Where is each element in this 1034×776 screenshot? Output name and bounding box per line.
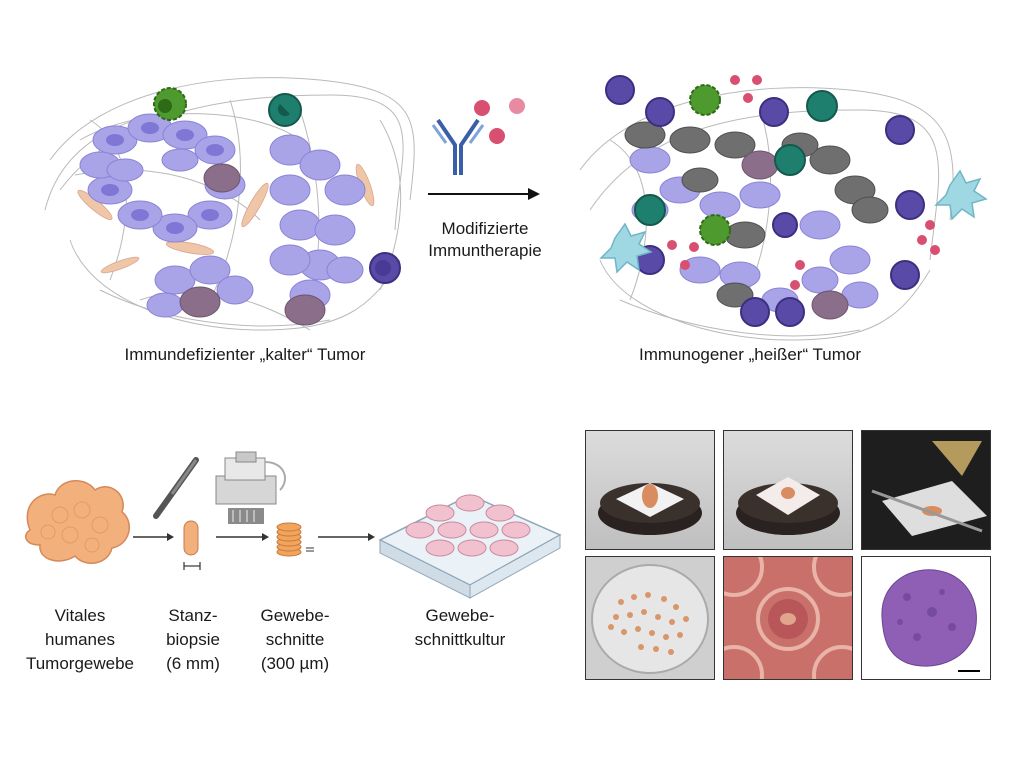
dark-cells [179,163,326,326]
photo-agarose-block [723,430,853,550]
cold-tumor-caption: Immundefizienter „kalter“ Tumor [124,345,366,364]
cytokine-dots [474,98,525,144]
photo-he-stained-section [861,556,991,680]
photo-culture-wells [723,556,853,680]
photo-biopsy-on-holder [585,430,715,550]
well-plate-icon [378,494,562,599]
hot-tumor-caption: Immunogener „heißer“ Tumor [638,345,862,364]
step-4-line2: schnittkultur [414,630,506,649]
step-3-line2: schnitte [265,630,325,649]
step-2-line1: Stanz- [168,606,218,625]
step-culture-label: Gewebe- schnittkultur [395,604,525,652]
arrow-label-line2: Immuntherapie [428,241,542,260]
step-3-line3: (300 µm) [260,654,330,673]
photo-tissue-slices-dish [585,556,715,680]
biopsy-core-icon [183,520,199,556]
step-3-line1: Gewebe- [260,606,330,625]
arrow-label-line1: Modifizierte [441,219,529,238]
step-slices-label: Gewebe- schnitte (300 µm) [245,604,345,676]
vibratome-icon [215,451,286,524]
arrow-icon [428,188,540,200]
step-4-line1: Gewebe- [425,606,495,625]
step-biopsy-label: Stanz- biopsie (6 mm) [148,604,238,676]
tissue-slices-icon [276,522,302,557]
tumor-cells-bottom [146,255,254,318]
step-1-line1: Vitales [54,606,106,625]
tumor-nuclei-left [101,122,234,234]
antibody-icon [431,118,485,175]
biopsy-punch-icon [153,457,199,519]
step-1-line2: humanes [45,630,115,649]
photo-vibratome-cutting [861,430,991,550]
step-2-line2: biopsie [166,630,220,649]
step-2-line3: (6 mm) [166,654,220,673]
step-1-line3: Tumorgewebe [25,654,135,673]
tumor-tissue-icon [24,480,131,564]
step-tumor-tissue-label: Vitales humanes Tumorgewebe [20,604,140,676]
